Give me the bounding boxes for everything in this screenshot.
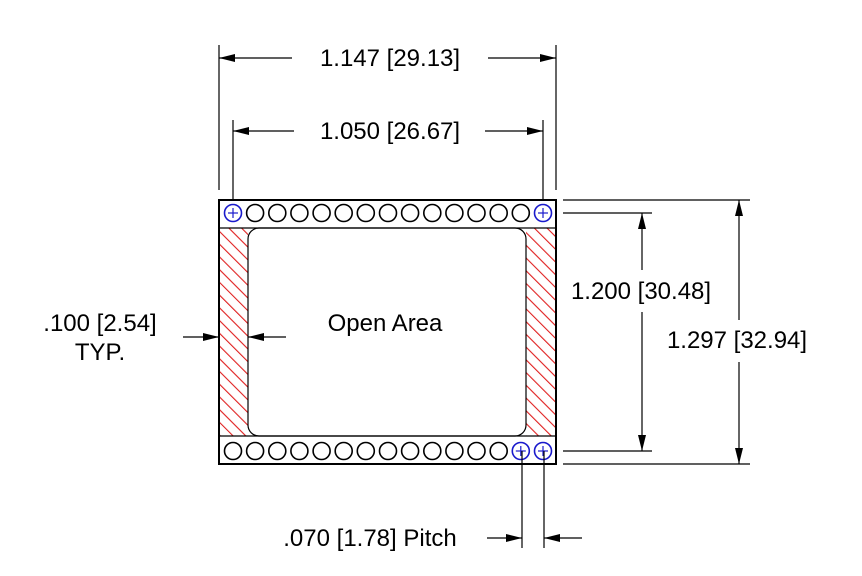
open-area-label: Open Area — [328, 310, 443, 337]
pin-pad — [445, 441, 464, 461]
pin-pad — [290, 441, 309, 461]
pin-pad — [467, 203, 486, 223]
pin-pad — [245, 203, 265, 223]
pin-span-width-dimension: 1.050 [26.67] — [232, 118, 544, 200]
overall-height-dimension: 1.297 [32.94] — [563, 199, 807, 465]
left-edge-hatch — [219, 228, 248, 436]
pin-span-width-label: 1.050 [26.67] — [320, 118, 460, 145]
pin-pad — [267, 441, 287, 461]
pin-pad — [400, 441, 420, 461]
pin-pad — [422, 203, 442, 223]
pin-pad — [290, 203, 309, 223]
pin-pad — [400, 203, 420, 223]
edge-width-dimension: .100 [2.54] TYP. — [43, 310, 286, 366]
pitch-dimension: .070 [1.78] Pitch — [283, 451, 582, 552]
top-pin-row — [223, 203, 553, 223]
pin-pad — [267, 203, 287, 223]
overall-width-dimension: 1.147 [29.13] — [218, 45, 557, 190]
pin-pad — [334, 203, 354, 223]
pin-pad — [223, 441, 243, 461]
edge-width-note-label: TYP. — [75, 339, 125, 366]
module-outline — [218, 199, 557, 465]
pin-pad — [489, 203, 509, 223]
right-edge-hatch — [526, 228, 556, 436]
overall-width-label: 1.147 [29.13] — [320, 45, 460, 72]
pin-pad — [312, 441, 331, 461]
pin-pad — [356, 441, 376, 461]
pin-pad — [378, 441, 398, 461]
overall-height-label: 1.297 [32.94] — [667, 327, 807, 354]
pin-pad — [511, 203, 531, 223]
pin-span-height-label: 1.200 [30.48] — [571, 278, 711, 305]
pin-pad — [378, 203, 398, 223]
pin-pad — [467, 441, 486, 461]
pin-pad — [489, 441, 509, 461]
open-area — [247, 227, 527, 437]
pin-pad — [356, 203, 376, 223]
pin-span-height-dimension: 1.200 [30.48] — [563, 212, 711, 452]
pin-pad — [422, 441, 442, 461]
pin-pad — [312, 203, 331, 223]
pin-pad — [334, 441, 354, 461]
pitch-label: .070 [1.78] Pitch — [283, 525, 456, 552]
bottom-pin-row — [223, 441, 553, 461]
edge-width-value-label: .100 [2.54] — [43, 310, 156, 337]
pin-pad — [445, 203, 464, 223]
pin-pad — [245, 441, 265, 461]
